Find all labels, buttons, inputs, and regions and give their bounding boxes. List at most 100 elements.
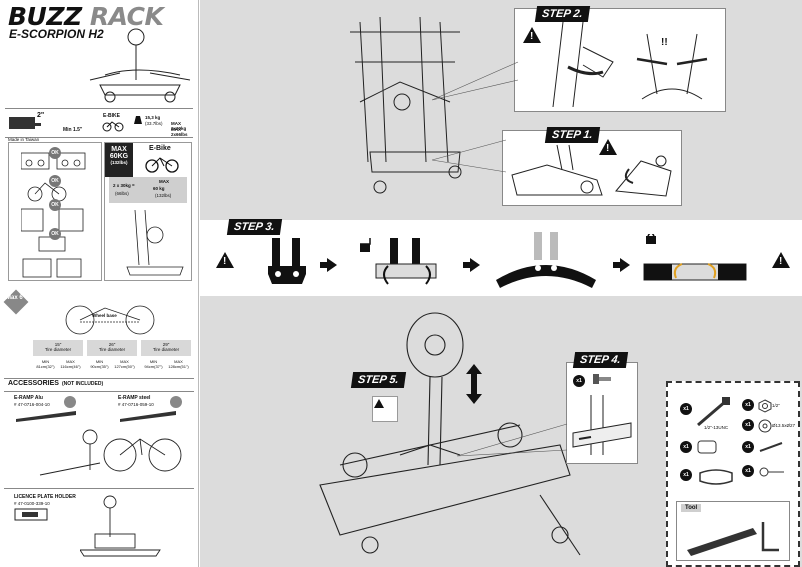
- part-desc-3: Ø13.5xØ27: [772, 423, 796, 428]
- callout-lines-bottom: [456, 423, 568, 457]
- washer-icon: [758, 419, 772, 433]
- ebike-icon: [145, 157, 179, 173]
- ramp-steel-title: E-RAMP steel: [118, 395, 151, 401]
- max-load-badge: MAX 60KG (132lbs): [105, 143, 133, 177]
- max-badge-line2: 60KG: [109, 153, 129, 160]
- specs-strip: 2" Min 1.5" E-BIKE 15,3 kg (33.7lbs) MAX…: [5, 108, 193, 138]
- wrench-tool-icon: [687, 522, 779, 556]
- wheelbase-sub-2: Tire diameter: [98, 347, 126, 352]
- load-right-1: MAX: [159, 179, 169, 184]
- wheelbase-min-1: MIN: [41, 359, 50, 364]
- step3-arrow-3: [613, 258, 630, 272]
- ramp-steel-badge: [170, 396, 182, 408]
- wheelbase-sub-1: Tire diameter: [44, 347, 72, 352]
- made-in-label: Made in Taiwan: [8, 137, 40, 142]
- hitch-size: 2": [37, 112, 45, 119]
- plate-holder-code: # 47-0100-339-10: [14, 501, 50, 506]
- nut-icon: [758, 399, 772, 413]
- part-desc-1: 1/2"-13UNC: [704, 425, 729, 430]
- ramp-alu-illustration: [16, 411, 76, 422]
- accessories-title: ACCESSORIES: [8, 380, 59, 387]
- keys-icon: [759, 467, 784, 477]
- step2-panel: ! !!: [514, 8, 726, 112]
- sidebar: BUZZ RACK E-SCORPION H2 2" Min 1.5" E-BI…: [0, 0, 199, 567]
- step1-illustration-right: [615, 155, 672, 197]
- tool-box: Tool: [676, 501, 790, 561]
- brand-name-part1: BUZZ: [8, 2, 82, 31]
- plate-holder-illustration: [14, 508, 48, 521]
- accessories-header: ACCESSORIES (NOT INCLUDED): [4, 378, 194, 392]
- step1-badge: STEP 1.: [544, 127, 600, 143]
- ramp-alu-title: E-RAMP Alu: [14, 395, 43, 401]
- car-hitch-icon: [9, 117, 41, 129]
- ramp-steel-code: # 47-0716-059-10: [118, 402, 154, 407]
- bike-icon: [102, 121, 124, 132]
- step4-count: x1: [573, 375, 585, 387]
- wheelbase-tire-1: 15": [54, 342, 62, 347]
- step3-warning-left: !: [216, 252, 234, 268]
- rack-main-illustration: [319, 312, 581, 556]
- brand-logo: BUZZ RACK: [8, 2, 164, 31]
- bolt-icon: [593, 374, 611, 384]
- max-badge-line3: (132lbs): [110, 160, 128, 165]
- wheelbase-tire-3: 29": [162, 342, 170, 347]
- part-count-5: x1: [742, 441, 754, 453]
- clip-icon: [759, 442, 783, 452]
- wheelbase-min-v-1: 81cm(32"): [36, 364, 55, 369]
- max-badge-line1: MAX: [111, 146, 127, 153]
- step3-frame-1: [268, 238, 306, 284]
- ramp-steel-illustration: [120, 411, 176, 422]
- parts-box: x1 1/2"-13UNC x1 1/2" x1 Ø13.5xØ27 x1 x1…: [666, 381, 800, 567]
- rack-weight-lbs: (33.7lbs): [145, 121, 163, 126]
- compat-badge-4: OK: [49, 228, 61, 240]
- ebike-label: E-BIKE: [103, 113, 120, 119]
- step3-frame-3: [496, 232, 596, 288]
- step3-arrow-2: [463, 258, 480, 272]
- rack-weight: 15,3 kg: [145, 115, 161, 120]
- part-count-7: x1: [742, 465, 754, 477]
- step3-warning-right: !: [772, 252, 790, 268]
- step2-illustration-right: [636, 33, 708, 100]
- strap-icon: [699, 469, 733, 485]
- part-count-3: x1: [742, 419, 754, 431]
- part-count-2: x1: [742, 399, 754, 411]
- step4-panel: x1: [566, 362, 638, 464]
- ebike-load-panel: MAX 60KG (132lbs) E-Bike 2 x 30kg = (66l…: [104, 142, 192, 281]
- tool-label: Tool: [681, 504, 702, 512]
- wheelbase-max-v-1: 116cm(46"): [60, 364, 81, 369]
- step2-marks: !!: [661, 37, 668, 48]
- bolt-long-icon: [697, 397, 730, 427]
- model-name: E-SCORPION H2: [9, 27, 104, 41]
- accessories-divider: [4, 488, 194, 489]
- weight-icon: [134, 116, 142, 124]
- wheelbase-max-badge: Max 6": [6, 295, 26, 301]
- compat-panel: OK OK OK OK: [8, 142, 102, 281]
- wheelbase-bike-diagram: [65, 305, 155, 335]
- step2-illustration-left: [552, 21, 614, 108]
- ramp-alu-code: # 47-0716-004-10: [14, 402, 50, 407]
- wheelbase-min-v-2: 90cm(35"): [90, 364, 109, 369]
- step3-arrow-1: [320, 258, 337, 272]
- wheelbase-max-2: MAX: [120, 359, 129, 364]
- compat-badge-1: OK: [49, 147, 61, 159]
- wheelbase-max-v-2: 127cm(50"): [114, 364, 135, 369]
- bike-compat-illustrations: [21, 152, 86, 278]
- step3-frame-4: [643, 234, 747, 281]
- part-count-1: x1: [680, 403, 692, 415]
- wheelbase-min-2: MIN: [95, 359, 104, 364]
- wheelbase-max-3: MAX: [174, 359, 183, 364]
- part-desc-2: 1/2": [772, 403, 780, 408]
- ramp-usage-illustration: [39, 429, 182, 476]
- warning-icon: !: [523, 27, 541, 43]
- max-load-lbs: MAX 2x66lbs: [171, 127, 188, 137]
- load-right-2: 60 kg: [153, 186, 165, 191]
- step4-badge: STEP 4.: [572, 352, 628, 368]
- max-badge-shape: [3, 289, 29, 315]
- ramp-alu-badge: [64, 396, 76, 408]
- product-illustration: [89, 28, 191, 103]
- up-down-arrow-icon: [466, 364, 482, 404]
- wheelbase-sub-3: Tire diameter: [152, 347, 180, 352]
